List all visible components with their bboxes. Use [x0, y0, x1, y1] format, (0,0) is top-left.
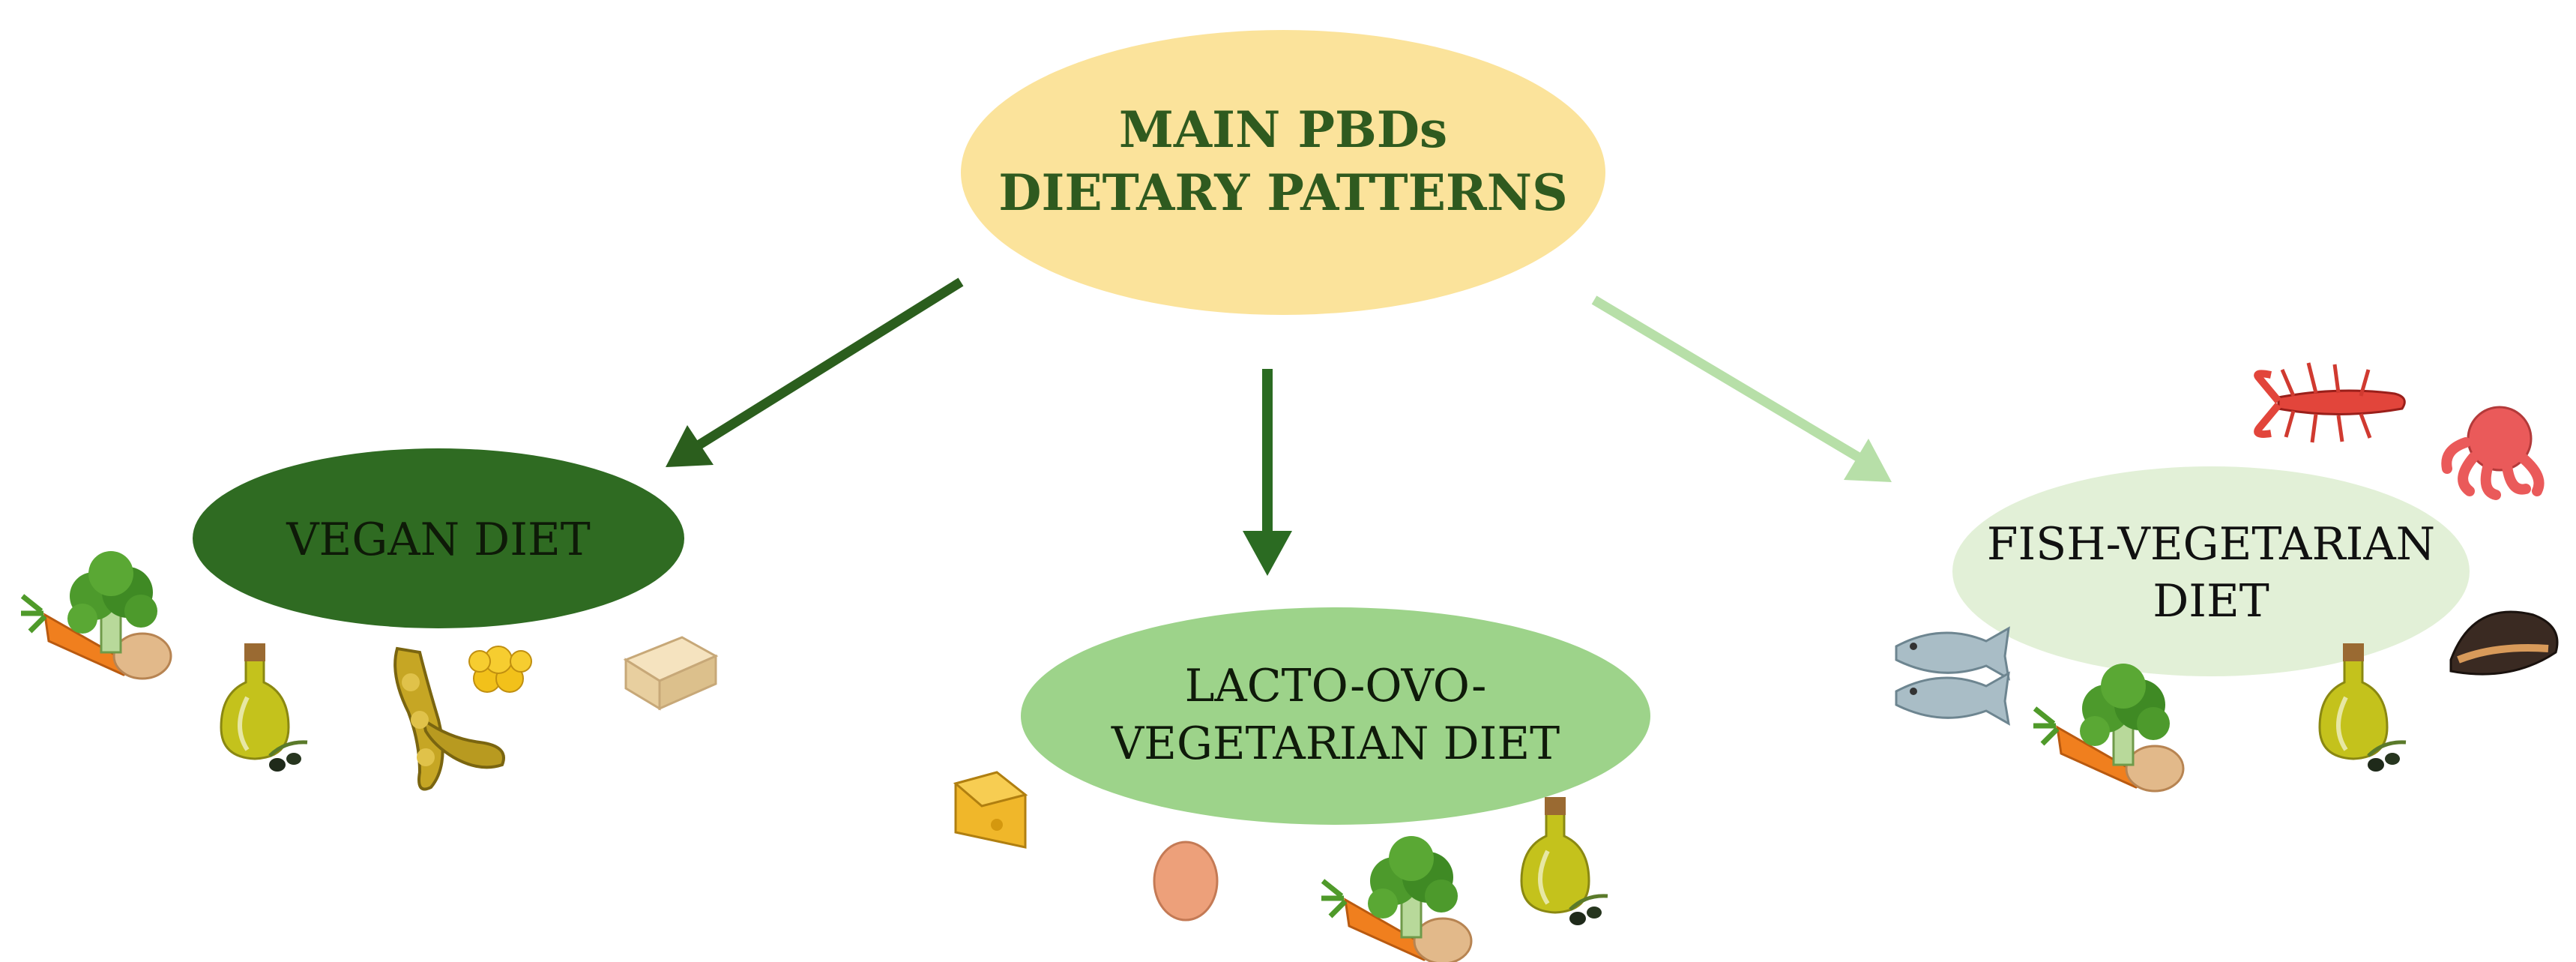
fish-node: [1952, 466, 2470, 676]
vegetables-icon: [1321, 836, 1471, 962]
lacto-node: [1021, 607, 1650, 825]
vegan-label: VEGAN DIET: [286, 514, 591, 566]
lacto-label-line1: LACTO-OVO-: [1185, 660, 1487, 712]
root-title-line1: MAIN PBDs: [1119, 100, 1447, 159]
olive-oil-icon: [1521, 797, 1608, 925]
soybean-icon: [393, 646, 505, 791]
arrow-to-vegan-head: [666, 425, 714, 467]
lacto-label-line2: VEGETARIAN DIET: [1111, 718, 1560, 770]
arrow-to-lacto-head: [1243, 531, 1292, 576]
mussel-icon: [2449, 610, 2559, 676]
fish-icon: [1895, 626, 2010, 726]
vegan-node: [193, 448, 684, 628]
arrow-to-fish: [1591, 295, 1862, 462]
chickpeas-icon: [468, 646, 532, 693]
vegetables-icon: [2033, 664, 2183, 791]
fish-label-line2: DIET: [2153, 575, 2269, 628]
cheese-icon: [953, 771, 1028, 849]
root-title-line2: DIETARY PATTERNS: [998, 163, 1567, 222]
tofu-icon: [623, 636, 719, 711]
egg-icon: [1153, 841, 1219, 922]
fish-label-line1: FISH-VEGETARIAN: [1987, 518, 2435, 571]
root-node: [961, 30, 1605, 315]
olive-oil-icon: [221, 643, 307, 772]
vegetables-icon: [21, 551, 171, 679]
lobster-icon: [2254, 362, 2406, 443]
arrow-to-fish-head: [1844, 439, 1892, 482]
arrow-to-vegan: [694, 277, 964, 451]
octopus-icon: [2441, 406, 2545, 500]
